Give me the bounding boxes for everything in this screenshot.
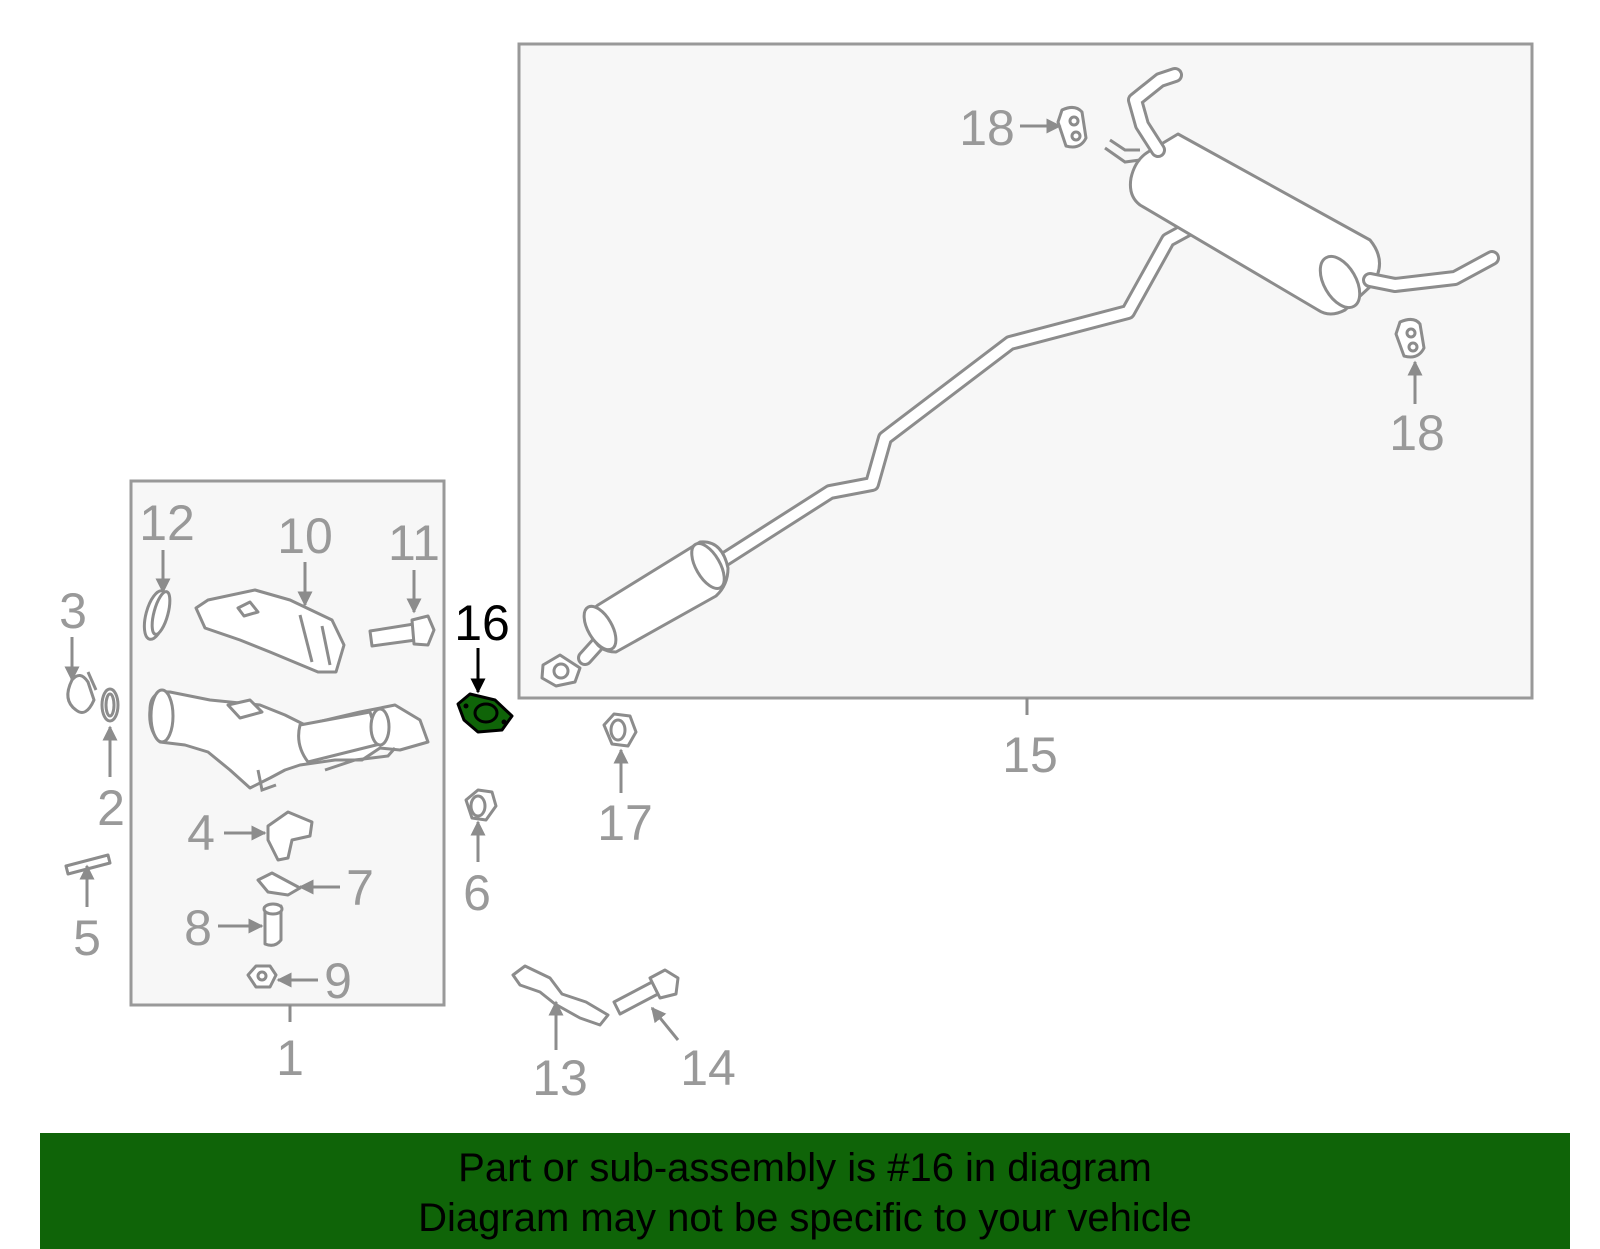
muffler-pipe-assembly [540,67,1500,688]
callout-16: 16 [454,595,510,651]
nut-17 [602,712,638,748]
gasket-7 [256,871,302,897]
stud-8 [262,902,284,947]
gasket-16-highlighted[interactable] [456,692,514,734]
callout-18-lower: 18 [1389,405,1445,461]
rubber-hanger-lower [1394,317,1426,359]
bolt-14 [612,968,680,1016]
callout-8: 8 [184,900,212,956]
callout-10: 10 [277,508,333,564]
clamp-3 [66,671,98,714]
bracket-13 [511,964,610,1027]
part-info-banner: Part or sub-assembly is #16 in diagram D… [40,1133,1570,1249]
callout-11: 11 [388,515,440,571]
ring-gasket-2 [100,687,120,723]
bolt-11 [368,614,436,648]
callout-5: 5 [73,910,101,966]
banner-line-2: Diagram may not be specific to your vehi… [418,1196,1192,1240]
callout-4: 4 [187,805,215,861]
callout-14: 14 [680,1040,736,1096]
catalytic-converter [148,688,430,792]
nut-9 [246,964,278,989]
heat-shield-10 [194,588,346,674]
leader-lines [64,118,1423,1050]
callout-12: 12 [139,495,195,551]
rubber-hanger-upper [1056,105,1088,149]
nut-6 [464,788,498,822]
callout-1: 1 [276,1030,304,1086]
callout-15: 15 [1002,727,1058,783]
callout-2: 2 [97,780,125,836]
callout-6: 6 [463,865,491,921]
bracket-4 [266,810,314,862]
callout-labels: 1 2 3 4 5 6 7 8 9 10 11 12 13 14 15 16 1… [59,100,1445,1106]
callout-17: 17 [597,795,653,851]
banner-line-1: Part or sub-assembly is #16 in diagram [458,1146,1152,1190]
callout-18-upper: 18 [959,100,1015,156]
callout-13: 13 [532,1050,588,1106]
callout-7: 7 [346,860,374,916]
callout-9: 9 [324,953,352,1009]
callout-3: 3 [59,583,87,639]
